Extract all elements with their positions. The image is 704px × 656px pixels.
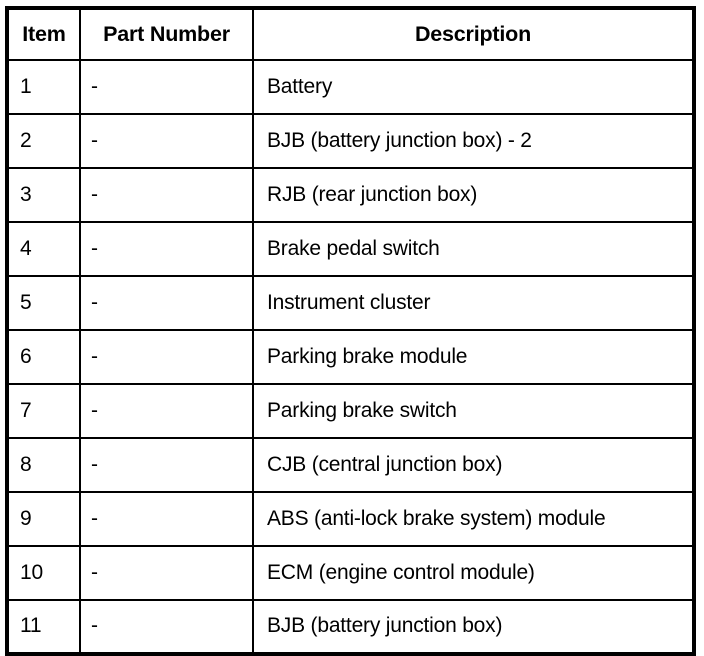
table-header-row: Item Part Number Description [6,7,695,61]
cell-description: BJB (battery junction box) - 2 [252,113,695,169]
table-row: 2-BJB (battery junction box) - 2 [6,113,695,169]
cell-description: Battery [252,59,695,115]
cell-item: 9 [6,491,81,547]
cell-item: 1 [6,59,81,115]
cell-part-number: - [79,167,254,223]
cell-item: 3 [6,167,81,223]
cell-description: ECM (engine control module) [252,545,695,601]
cell-part-number: - [79,545,254,601]
cell-description: Instrument cluster [252,275,695,331]
cell-description: RJB (rear junction box) [252,167,695,223]
cell-description: Parking brake module [252,329,695,385]
cell-part-number: - [79,221,254,277]
cell-part-number: - [79,491,254,547]
cell-item: 5 [6,275,81,331]
table-row: 6-Parking brake module [6,329,695,385]
column-header-part-number: Part Number [79,7,254,61]
cell-item: 7 [6,383,81,439]
cell-description: BJB (battery junction box) [252,599,695,655]
table-row: 3-RJB (rear junction box) [6,167,695,223]
table-row: 5-Instrument cluster [6,275,695,331]
cell-description: CJB (central junction box) [252,437,695,493]
cell-part-number: - [79,437,254,493]
cell-part-number: - [79,383,254,439]
table-header: Item Part Number Description [6,7,695,61]
cell-description: Parking brake switch [252,383,695,439]
table-row: 8-CJB (central junction box) [6,437,695,493]
cell-part-number: - [79,329,254,385]
column-header-item: Item [6,7,81,61]
cell-part-number: - [79,113,254,169]
cell-item: 8 [6,437,81,493]
cell-item: 10 [6,545,81,601]
cell-item: 11 [6,599,81,655]
table-row: 4-Brake pedal switch [6,221,695,277]
cell-item: 4 [6,221,81,277]
cell-item: 6 [6,329,81,385]
cell-part-number: - [79,599,254,655]
table-row: 9-ABS (anti-lock brake system) module [6,491,695,547]
cell-part-number: - [79,275,254,331]
table-row: 10-ECM (engine control module) [6,545,695,601]
table-row: 11-BJB (battery junction box) [6,599,695,655]
column-header-description: Description [252,7,695,61]
cell-part-number: - [79,59,254,115]
table-row: 7-Parking brake switch [6,383,695,439]
table-row: 1-Battery [6,59,695,115]
cell-description: Brake pedal switch [252,221,695,277]
cell-item: 2 [6,113,81,169]
cell-description: ABS (anti-lock brake system) module [252,491,695,547]
